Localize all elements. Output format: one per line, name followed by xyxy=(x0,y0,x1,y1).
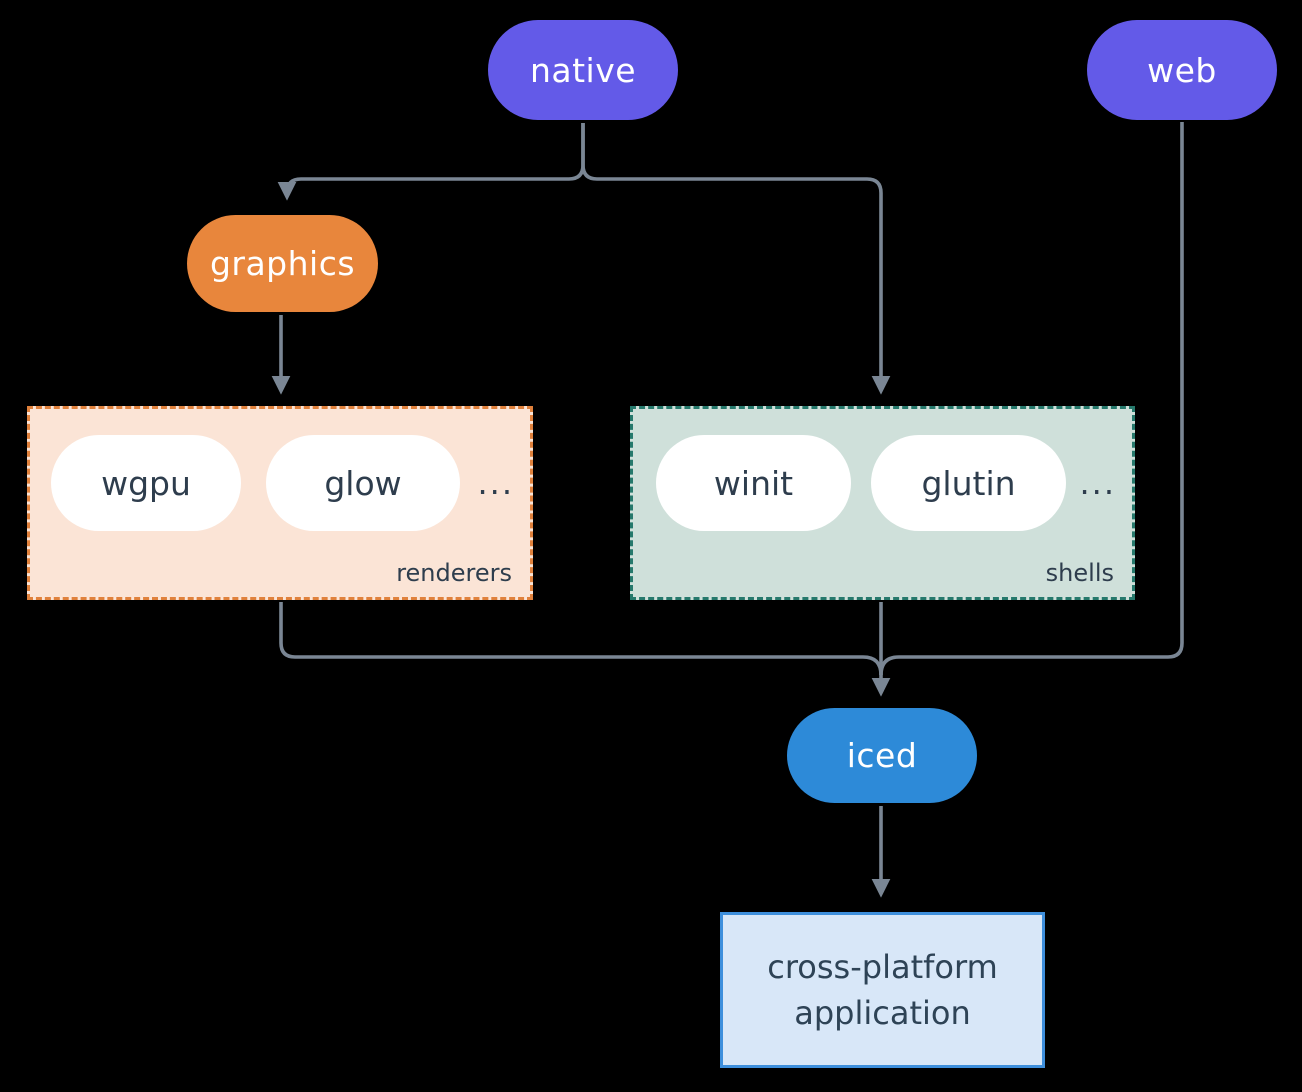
node-web: web xyxy=(1087,20,1277,120)
node-native: native xyxy=(488,20,678,120)
group-renderers: wgpu glow ... renderers xyxy=(27,406,533,600)
node-iced: iced xyxy=(787,708,977,803)
node-winit-label: winit xyxy=(713,463,794,503)
node-glow: glow xyxy=(266,435,460,531)
application-label: cross-platform application xyxy=(767,947,998,1032)
edge-renderers-to-junction xyxy=(279,602,883,676)
renderers-group-label: renderers xyxy=(396,559,512,587)
renderers-ellipsis: ... xyxy=(477,464,514,502)
node-winit: winit xyxy=(656,435,851,531)
shells-ellipsis: ... xyxy=(1079,464,1116,502)
node-graphics-label: graphics xyxy=(209,244,356,283)
node-iced-label: iced xyxy=(846,736,918,775)
node-glutin: glutin xyxy=(871,435,1066,531)
node-wgpu-label: wgpu xyxy=(101,463,191,503)
shells-group-label: shells xyxy=(1045,559,1114,587)
node-web-label: web xyxy=(1147,50,1217,90)
node-glow-label: glow xyxy=(324,463,402,503)
node-glutin-label: glutin xyxy=(921,463,1016,503)
node-native-label: native xyxy=(529,50,637,90)
node-graphics: graphics xyxy=(187,215,378,312)
node-wgpu: wgpu xyxy=(51,435,241,531)
edge-native-to-graphics xyxy=(277,123,585,201)
node-cross-platform-application: cross-platform application xyxy=(720,912,1045,1068)
edge-native-to-shells xyxy=(581,123,891,395)
edge-web-to-junction xyxy=(879,122,1184,676)
group-shells: winit glutin ... shells xyxy=(630,406,1135,600)
